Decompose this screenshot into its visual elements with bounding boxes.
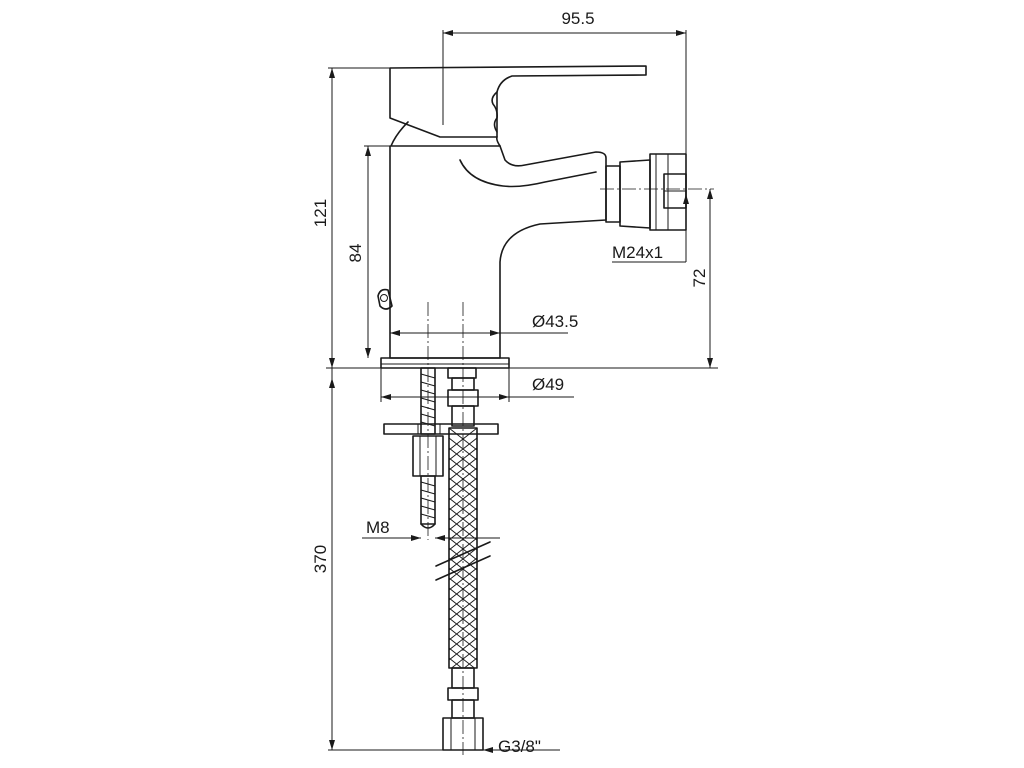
label-total-height: 121	[311, 199, 330, 227]
dim-total-width	[442, 30, 687, 154]
label-body-diameter: Ø43.5	[532, 312, 578, 331]
handle-hot-cold-indicator	[491, 91, 498, 133]
body-outline	[389, 145, 607, 359]
label-stud-thread: M8	[366, 518, 390, 537]
dim-body-height	[364, 145, 390, 358]
label-total-width: 95.5	[561, 9, 594, 28]
label-spout-height: 72	[690, 269, 709, 288]
label-base-diameter: Ø49	[532, 375, 564, 394]
outlet-nozzle	[605, 153, 687, 231]
spout-curve	[459, 159, 597, 188]
dim-stud-thread	[362, 535, 500, 541]
dim-body-diameter	[390, 330, 568, 336]
handle-lever	[389, 65, 647, 138]
pop-up-knob	[377, 288, 393, 310]
dim-spout-height	[707, 189, 713, 368]
label-body-height: 84	[346, 244, 365, 263]
faucet-outline	[377, 65, 647, 369]
mounting-stud	[383, 367, 499, 529]
dim-total-height	[328, 67, 390, 368]
dim-hose-length	[328, 368, 443, 751]
dim-base-diameter	[380, 368, 574, 402]
dim-hose-thread	[483, 747, 560, 753]
cartridge-cap	[390, 121, 501, 147]
label-hose-length: 370	[311, 545, 330, 573]
label-hose-thread: G3/8"	[498, 737, 541, 756]
label-outlet-thread: M24x1	[612, 243, 663, 262]
dim-outlet-thread	[612, 194, 689, 263]
base-ring	[380, 357, 510, 369]
